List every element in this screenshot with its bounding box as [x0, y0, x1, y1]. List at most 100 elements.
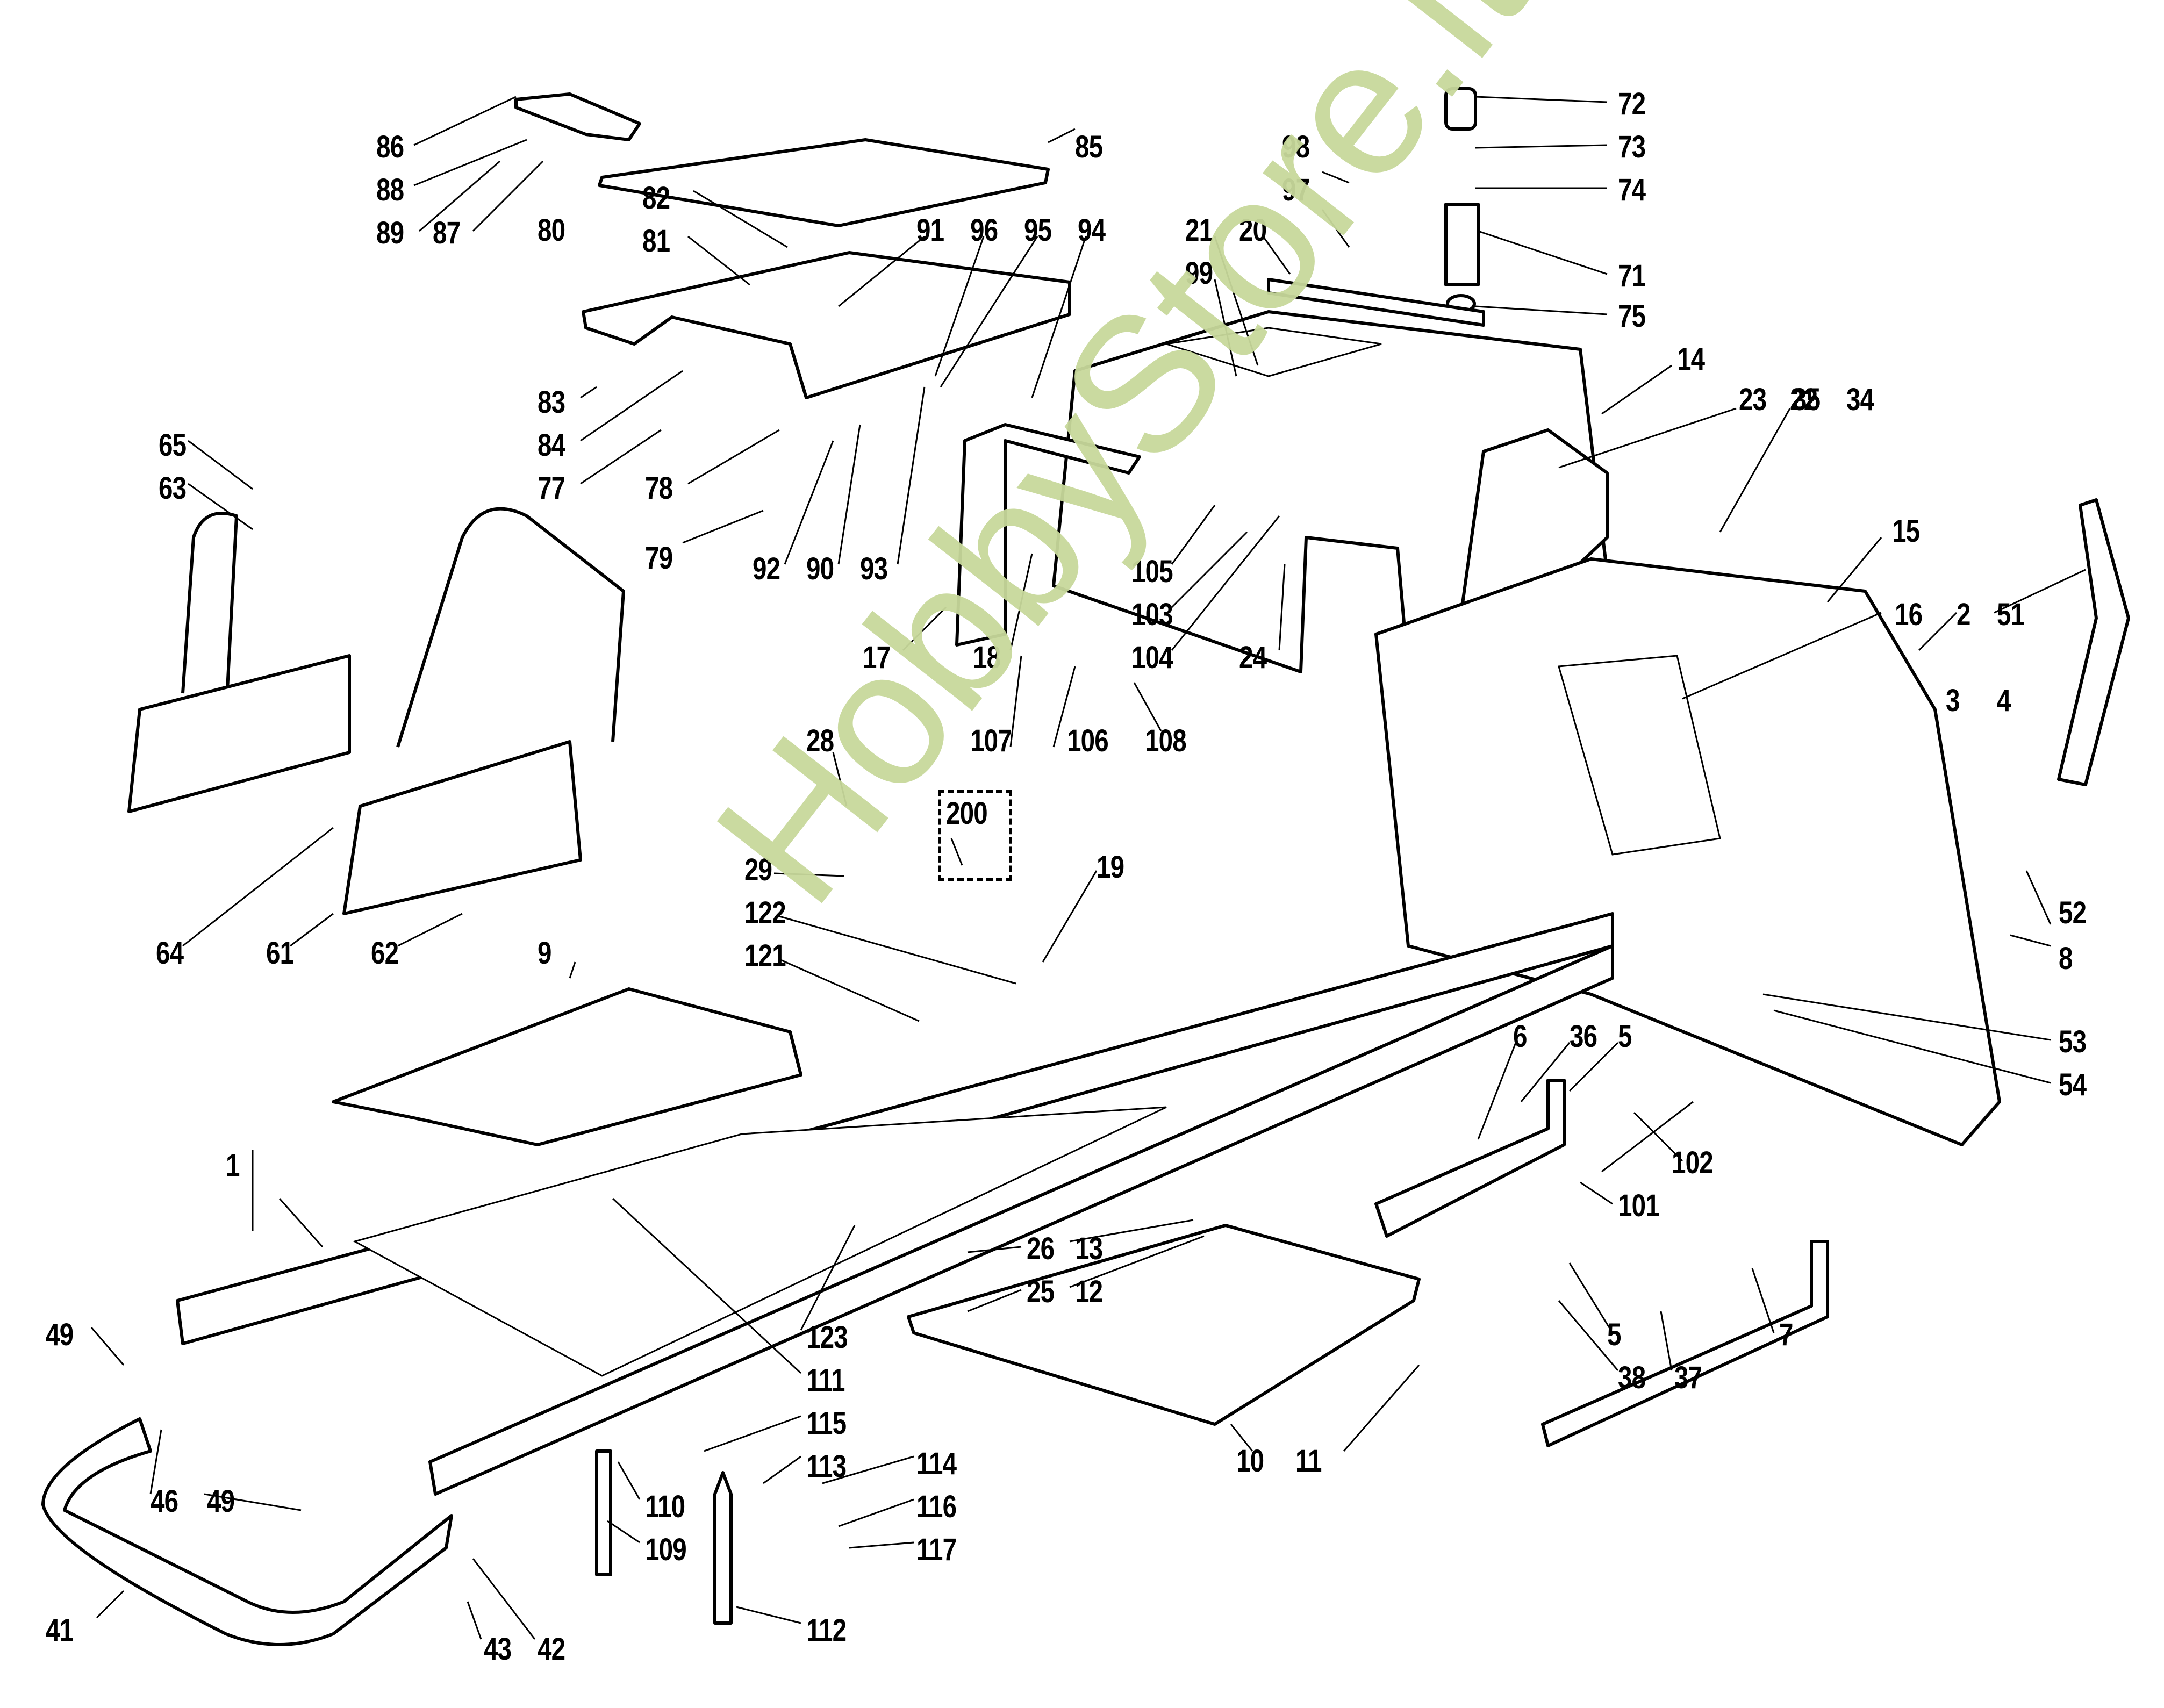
part-label-37: 37 — [1674, 1360, 1702, 1395]
spring-102 — [1601, 1101, 1694, 1173]
part-label-51: 51 — [1997, 597, 2025, 632]
part-label-84: 84 — [538, 428, 565, 463]
part-label-93: 93 — [860, 551, 888, 586]
part-label-108: 108 — [1145, 723, 1187, 758]
part-label-23: 23 — [1739, 382, 1767, 417]
part-label-112: 112 — [806, 1613, 847, 1648]
part-label-10: 10 — [1236, 1444, 1264, 1479]
part-label-117: 117 — [916, 1532, 957, 1567]
part-label-62: 62 — [371, 936, 399, 971]
part-label-2: 2 — [1957, 597, 1970, 632]
spring-71 — [1444, 203, 1480, 286]
part-label-28: 28 — [806, 723, 834, 758]
part-label-5: 5 — [1618, 1019, 1632, 1054]
pin-112 — [713, 1471, 733, 1625]
part-label-43: 43 — [484, 1632, 512, 1667]
part-label-8: 8 — [2059, 941, 2073, 976]
part-label-75: 75 — [1618, 299, 1646, 334]
part-label-99: 99 — [1185, 256, 1213, 291]
part-label-82: 82 — [642, 181, 670, 216]
part-label-89: 89 — [376, 216, 404, 250]
part-label-103: 103 — [1131, 597, 1173, 632]
part-label-42: 42 — [538, 1632, 565, 1667]
seat-bracket-80 — [582, 251, 1071, 399]
part-label-96: 96 — [970, 213, 998, 248]
part-label-109: 109 — [645, 1532, 687, 1567]
seat-pan-85 — [598, 138, 1050, 227]
bracket-5 — [1374, 1079, 1566, 1238]
pedal-51 — [2057, 498, 2130, 786]
part-label-21: 21 — [1185, 213, 1213, 248]
part-label-26: 26 — [1027, 1231, 1055, 1266]
part-label-74: 74 — [1618, 173, 1646, 207]
footrest-9 — [332, 987, 802, 1146]
roll-bar-plate-61 — [342, 740, 582, 915]
part-label-91: 91 — [916, 213, 944, 248]
part-label-106: 106 — [1067, 723, 1109, 758]
part-label-35: 35 — [1793, 382, 1821, 417]
part-label-14: 14 — [1677, 342, 1705, 377]
cap-72 — [1444, 87, 1477, 131]
part-label-87: 87 — [433, 216, 461, 250]
part-label-122: 122 — [744, 895, 786, 930]
part-label-81: 81 — [642, 224, 670, 259]
part-label-121: 121 — [744, 938, 786, 973]
bracket-17 — [955, 423, 1141, 647]
part-label-61: 61 — [266, 936, 294, 971]
kit-box-200 — [938, 790, 1012, 881]
part-label-101: 101 — [1618, 1188, 1660, 1223]
part-label-78: 78 — [645, 471, 673, 506]
seat-hinge-86 — [514, 92, 641, 141]
part-label-12: 12 — [1075, 1274, 1103, 1309]
part-label-97: 97 — [1282, 173, 1310, 207]
leader-lines — [90, 96, 2086, 1640]
part-label-73: 73 — [1618, 130, 1646, 164]
part-label-95: 95 — [1024, 213, 1052, 248]
part-label-9: 9 — [538, 936, 551, 971]
part-label-90: 90 — [806, 551, 834, 586]
part-label-36: 36 — [1570, 1019, 1597, 1054]
roll-bar-plate-left — [127, 654, 351, 813]
part-label-4: 4 — [1997, 683, 2011, 718]
part-label-64: 64 — [156, 936, 184, 971]
part-label-17: 17 — [863, 640, 891, 675]
part-label-46: 46 — [151, 1484, 178, 1519]
part-label-49: 49 — [46, 1317, 74, 1352]
part-label-80: 80 — [538, 213, 565, 248]
part-label-19: 19 — [1097, 850, 1124, 885]
part-label-52: 52 — [2059, 895, 2087, 930]
part-label-83: 83 — [538, 385, 565, 420]
part-label-98: 98 — [1282, 130, 1310, 164]
part-label-34: 34 — [1846, 382, 1874, 417]
part-label-200: 200 — [946, 796, 988, 831]
part-label-72: 72 — [1618, 87, 1646, 121]
part-label-53: 53 — [2059, 1024, 2087, 1059]
part-label-20: 20 — [1239, 213, 1267, 248]
part-label-38: 38 — [1618, 1360, 1646, 1395]
rear-panel-2 — [1374, 557, 2001, 1146]
main-frame-rail — [428, 944, 1614, 1496]
part-label-63: 63 — [159, 471, 187, 506]
part-label-15: 15 — [1892, 514, 1920, 549]
front-bumper-41 — [41, 1417, 453, 1646]
part-label-71: 71 — [1618, 259, 1646, 293]
part-label-1: 1 — [226, 1148, 240, 1183]
footrest-10 — [907, 1224, 1421, 1426]
part-label-79: 79 — [645, 541, 673, 576]
part-label-107: 107 — [970, 723, 1012, 758]
part-label-13: 13 — [1075, 1231, 1103, 1266]
part-label-114: 114 — [916, 1446, 957, 1481]
rail-20 — [1267, 278, 1485, 327]
part-label-7: 7 — [1779, 1317, 1793, 1352]
part-label-24: 24 — [1239, 640, 1267, 675]
part-label-88: 88 — [376, 173, 404, 207]
part-label-110: 110 — [645, 1489, 685, 1524]
part-label-92: 92 — [753, 551, 780, 586]
part-label-16: 16 — [1895, 597, 1923, 632]
part-label-25: 25 — [1027, 1274, 1055, 1309]
part-label-94: 94 — [1078, 213, 1106, 248]
part-label-102: 102 — [1672, 1145, 1714, 1180]
part-label-22: 22 — [1790, 382, 1818, 417]
